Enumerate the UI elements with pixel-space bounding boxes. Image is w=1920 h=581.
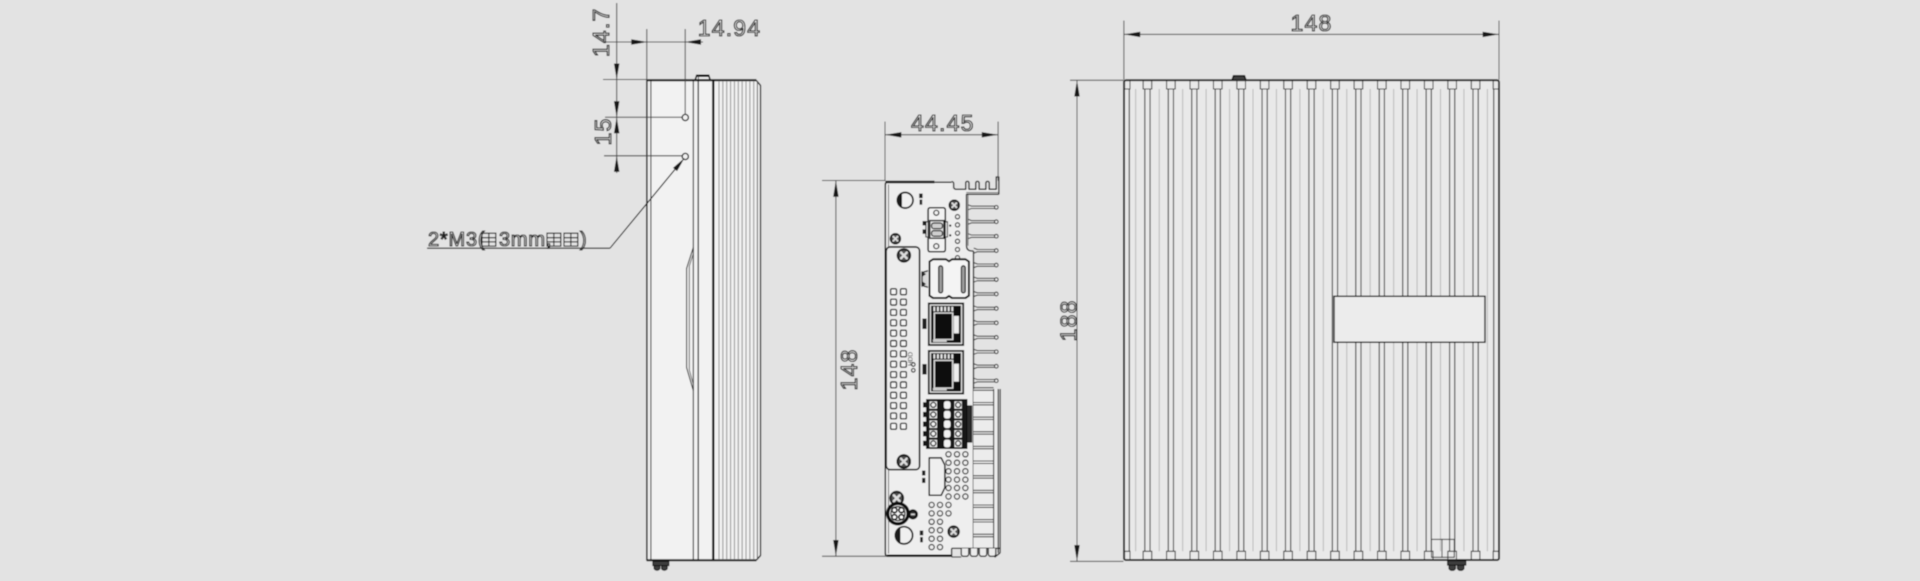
svg-text:): ) (580, 229, 587, 251)
svg-text:148: 148 (1291, 10, 1333, 36)
svg-text:HDD: HDD (908, 352, 915, 366)
svg-text:2*M3(: 2*M3( (428, 229, 485, 251)
svg-text:3mm,: 3mm, (499, 229, 552, 251)
svg-text:44.45: 44.45 (911, 110, 975, 136)
svg-text:15: 15 (590, 118, 616, 146)
svg-text:148: 148 (836, 349, 862, 391)
svg-text:14.7: 14.7 (588, 8, 614, 58)
svg-text:188: 188 (1056, 300, 1082, 342)
svg-text:14.94: 14.94 (698, 15, 762, 41)
